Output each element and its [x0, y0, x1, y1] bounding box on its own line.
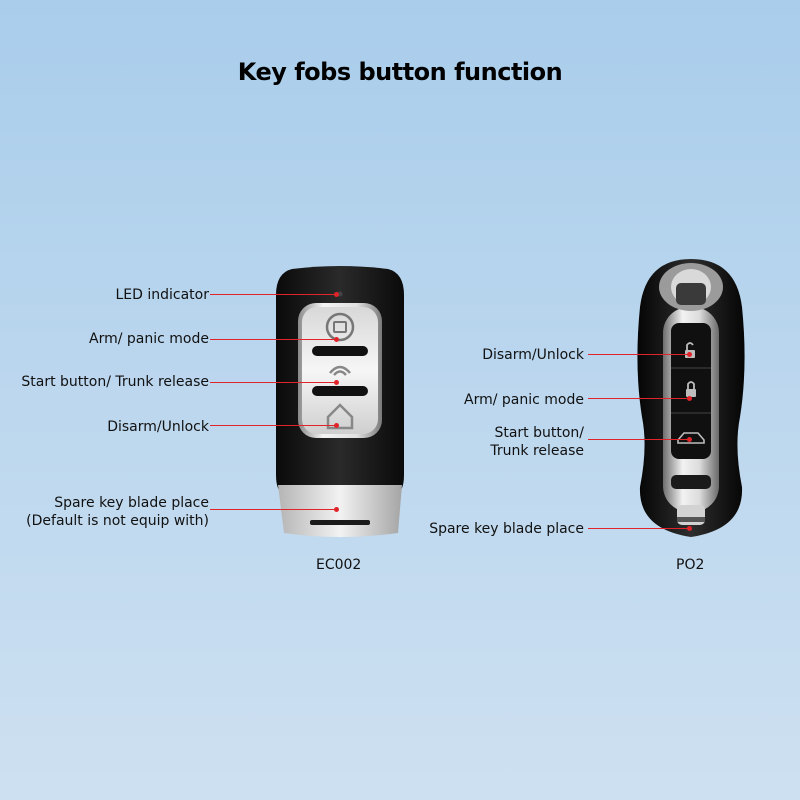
po2-start-dot — [687, 437, 692, 442]
ec002-arm-leader — [210, 339, 336, 340]
po2-start-label-line2: Trunk release — [490, 443, 584, 459]
ec002-spare-leader — [210, 509, 336, 510]
ec002-start-dot — [334, 380, 339, 385]
po2-spare-label: Spare key blade place — [429, 521, 584, 537]
ec002-start-leader — [210, 382, 336, 383]
page-title: Key fobs button function — [237, 58, 563, 86]
po2-arm-leader — [588, 398, 689, 399]
ec002-start-label: Start button/ Trunk release — [21, 374, 209, 390]
ec002-disarm-leader — [210, 425, 336, 426]
ec002-caption: EC002 — [316, 557, 362, 573]
ec002-led-leader — [210, 294, 336, 295]
po2-disarm-leader — [588, 354, 689, 355]
po2-disarm-dot — [687, 352, 692, 357]
po2-spare-leader — [588, 528, 689, 529]
po2-arm-dot — [687, 396, 692, 401]
ec002-key-fob — [276, 266, 404, 537]
ec002-spare-dot — [334, 507, 339, 512]
ec002-arm-dot — [334, 337, 339, 342]
ec002-spare-label-line1: Spare key blade place — [54, 495, 209, 511]
po2-key-fob — [637, 259, 745, 537]
ec002-led-label: LED indicator — [115, 287, 209, 303]
ec002-spare-label-line2: (Default is not equip with) — [26, 513, 209, 529]
po2-start-leader — [588, 439, 689, 440]
ec002-disarm-label: Disarm/Unlock — [107, 419, 209, 435]
po2-arm-label: Arm/ panic mode — [464, 392, 584, 408]
po2-caption: PO2 — [676, 557, 705, 573]
ec002-arm-label: Arm/ panic mode — [89, 331, 209, 347]
po2-disarm-label: Disarm/Unlock — [482, 347, 584, 363]
ec002-led-dot — [334, 292, 339, 297]
po2-start-label-line1: Start button/ — [494, 425, 584, 441]
po2-spare-dot — [687, 526, 692, 531]
ec002-disarm-dot — [334, 423, 339, 428]
